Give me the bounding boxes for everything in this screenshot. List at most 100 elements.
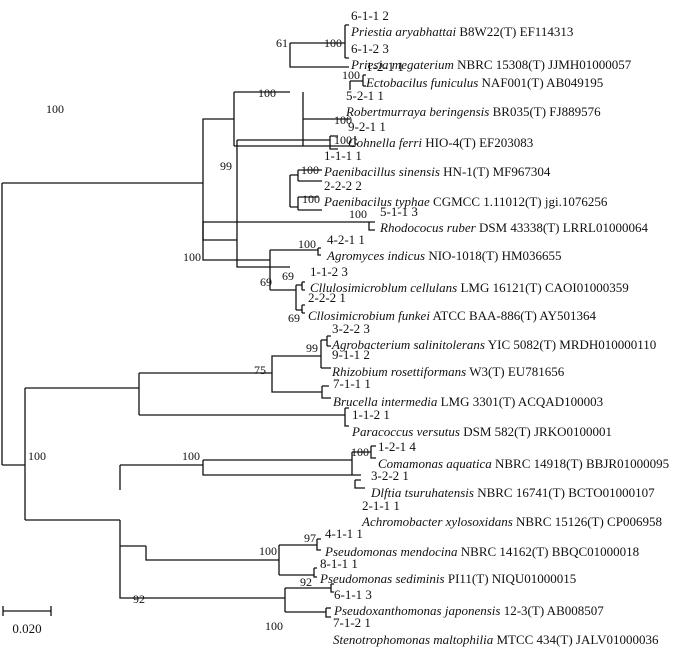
bootstrap-value: 100	[259, 544, 277, 558]
leaf-taxon: Dlftia tsuruhatensis NBRC 16741(T) BCTO0…	[370, 485, 655, 500]
bootstrap-value: 100	[334, 133, 352, 147]
bootstrap-value: 100	[324, 36, 342, 50]
leaf-species: Pseudomonas mendocina	[324, 544, 458, 559]
leaf-species: Priestia aryabhattai	[350, 24, 456, 39]
leaf-isolate: 7-1-2 1	[333, 615, 371, 630]
tree-branches	[1, 24, 376, 618]
leaf-taxon: Robertmurraya beringensis BR035(T) FJ889…	[345, 104, 601, 119]
branch-pseudomonas	[278, 538, 321, 578]
leaf-isolate: 1-1-2 1	[352, 407, 390, 422]
leaf-isolate: 4-1-1 1	[325, 526, 363, 541]
leaf-taxon: Pseudomonas mendocina NBRC 14162(T) BBQC…	[324, 544, 639, 559]
leaf-accession: NIO-1018(T) HM036655	[428, 248, 561, 263]
leaf-isolate: 4-2-1 1	[327, 232, 365, 247]
leaf-species: Cllosimicrobium funkei	[308, 308, 430, 323]
bootstrap-value: 99	[306, 341, 318, 355]
leaf-species: Paenibacillus sinensis	[323, 164, 440, 179]
leaf-species: Achromobacter xylosoxidans	[361, 514, 513, 529]
leaf-taxon: Brucella intermedia LMG 3301(T) ACQAD100…	[333, 394, 603, 409]
leaf-taxon: Comamonas aquatica NBRC 14918(T) BBJR010…	[378, 456, 669, 471]
branch-agromyces	[269, 247, 321, 291]
bootstrap-value: 100	[258, 86, 276, 100]
leaf-species: Paracoccus versutus	[351, 424, 460, 439]
branch-proteo	[24, 387, 139, 521]
leaf-species: Rhodococus ruber	[379, 220, 477, 235]
branch-rhizobiales	[271, 335, 331, 399]
branch-achromobacter	[354, 479, 365, 489]
leaf-isolate: 1-2-1 4	[378, 439, 416, 454]
leaf-taxon: Pseudoxanthomonas japonensis 12-3(T) AB0…	[333, 603, 604, 618]
leaf-taxon: Paenibacilus typhae CGMCC 1.11012(T) jgi…	[323, 194, 608, 209]
leaf-taxon: Cohnella ferri HIO-4(T) EF203083	[348, 135, 533, 150]
leaf-species: Priesia megaterium	[350, 57, 454, 72]
leaf-accession: LMG 3301(T) ACQAD100003	[441, 394, 604, 409]
bootstrap-value: 100	[349, 207, 367, 221]
bootstrap-value: 100	[342, 68, 360, 82]
leaf-isolate: 7-1-1 1	[333, 376, 371, 391]
leaf-taxon: Ectobacilus funiculus NAF001(T) AB049195	[365, 75, 603, 90]
leaf-isolate: 1-2-1 1	[366, 59, 404, 74]
leaf-accession: NBRC 15126(T) CP006958	[516, 514, 662, 529]
leaf-species: Dlftia tsuruhatensis	[370, 485, 474, 500]
leaf-isolate: 9-1-1 2	[332, 347, 370, 362]
leaf-isolate: 2-2-2 1	[308, 290, 346, 305]
leaf-isolate: 8-1-1 1	[320, 556, 358, 571]
bootstrap-value: 69	[288, 311, 300, 325]
leaf-isolate: 2-1-1 1	[362, 498, 400, 513]
leaf-isolate: 6-1-2 3	[351, 41, 389, 56]
bootstrap-values: 100 61 100 100 100 100 100 100 99 100 10…	[28, 36, 369, 633]
leaf-accession: YIC 5082(T) MRDH010000110	[488, 337, 657, 352]
branch-bacillaceae	[233, 43, 349, 147]
bootstrap-value: 69	[282, 269, 294, 283]
leaf-species: Agromyces indicus	[326, 248, 425, 263]
leaf-taxon: Stenotrophomonas maltophilia MTCC 434(T)…	[333, 632, 659, 647]
bootstrap-value: 69	[260, 275, 272, 289]
leaf-isolate: 1-1-1 1	[324, 148, 362, 163]
branch-rhodococcus	[368, 221, 375, 231]
leaf-taxon: Priesia megaterium NBRC 15308(T) JJMH010…	[350, 57, 632, 72]
leaf-species: Pseudomonas sediminis	[319, 571, 445, 586]
bootstrap-value: 99	[220, 159, 232, 173]
leaf-taxon: Cllosimicrobium funkei ATCC BAA-886(T) A…	[308, 308, 596, 323]
branch-priestia	[290, 24, 349, 59]
bootstrap-value: 100	[28, 449, 46, 463]
leaf-accession: PI11(T) NIQU01000015	[448, 571, 576, 586]
bootstrap-value: 100	[46, 102, 64, 116]
bootstrap-value: 100	[334, 113, 352, 127]
leaf-accession: CGMCC 1.11012(T) jgi.1076256	[433, 194, 608, 209]
leaf-species: Rhizobium rosettiformans	[331, 364, 466, 379]
leaf-accession: NBRC 15308(T) JJMH01000057	[457, 57, 632, 72]
bootstrap-value: 97	[304, 531, 316, 545]
leaf-accession: BR035(T) FJ889576	[493, 104, 601, 119]
bootstrap-value: 100	[182, 449, 200, 463]
leaf-taxon: Paenibacillus sinensis HN-1(T) MF967304	[323, 164, 551, 179]
leaf-accession: NBRC 14162(T) BBQC01000018	[461, 544, 639, 559]
leaf-accession: LMG 16121(T) CAOI01000359	[460, 280, 628, 295]
leaf-species: Brucella intermedia	[333, 394, 438, 409]
leaf-accession: B8W22(T) EF114313	[459, 24, 573, 39]
leaf-isolate: 2-2-2 2	[324, 178, 362, 193]
scale-bar-line	[2, 606, 52, 616]
leaf-isolate: 5-1-1 3	[380, 204, 418, 219]
leaf-accession: ATCC BAA-886(T) AY501364	[432, 308, 596, 323]
leaf-accession: NBRC 16741(T) BCTO01000107	[477, 485, 655, 500]
leaf-isolate: 6-1-1 2	[351, 8, 389, 23]
leaf-taxon: Rhodococus ruber DSM 43338(T) LRRL010000…	[379, 220, 648, 235]
leaf-accession: HN-1(T) MF967304	[443, 164, 551, 179]
leaf-accession: MTCC 434(T) JALV01000036	[496, 632, 659, 647]
leaf-labels: 6-1-1 2 Priestia aryabhattai B8W22(T) EF…	[308, 8, 669, 647]
branch-alpha	[138, 372, 349, 427]
leaf-species: Robertmurraya beringensis	[345, 104, 489, 119]
leaf-isolate: 3-2-2 1	[371, 468, 409, 483]
leaf-species: Ectobacilus funiculus	[365, 75, 478, 90]
leaf-taxon: Rhizobium rosettiformans W3(T) EU781656	[331, 364, 565, 379]
leaf-isolate: 9-2-1 1	[348, 119, 386, 134]
branch-ectobacillus	[302, 74, 366, 147]
bootstrap-value: 61	[276, 36, 288, 50]
branch-paenibacillus	[289, 169, 322, 211]
branch-gamma	[119, 520, 285, 599]
leaf-taxon: Cllulosimicroblum cellulans LMG 16121(T)…	[310, 280, 629, 295]
leaf-isolate: 5-2-1 1	[346, 88, 384, 103]
